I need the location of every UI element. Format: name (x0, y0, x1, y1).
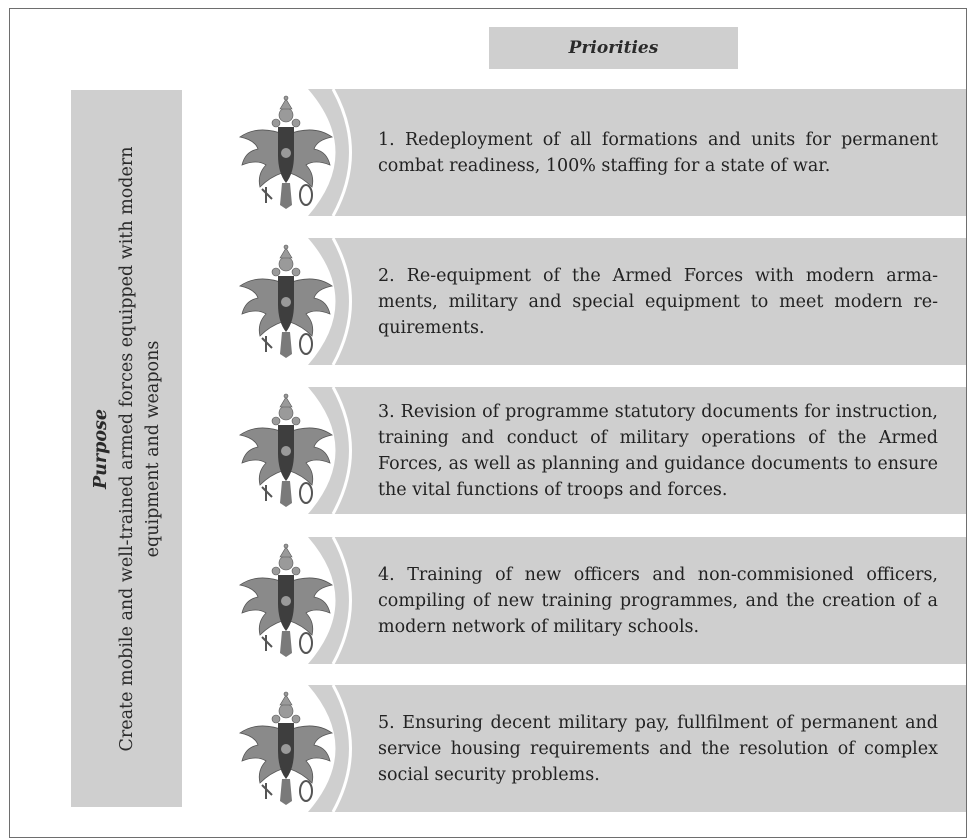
priority-text-1: 1. Redeployment of all formations and un… (378, 129, 938, 176)
priority-arrow-shape (308, 537, 966, 664)
eagle-emblem-icon (239, 393, 333, 507)
priority-item-1: 1. Redeployment of all formations and un… (228, 89, 966, 216)
eagle-emblem-icon (239, 95, 333, 209)
purpose-content: Purpose Create mobile and well-trained a… (88, 99, 166, 799)
eagle-emblem-icon (239, 691, 333, 805)
purpose-text: Create mobile and well-trained armed for… (116, 146, 163, 751)
priority-text-4: 4. Training of new officers and non-comm… (378, 564, 938, 637)
priority-text-2: 2. Re-equipment of the Armed Forces with… (378, 265, 938, 338)
eagle-emblem-icon (239, 543, 333, 657)
priorities-header: Priorities (489, 27, 738, 69)
priority-text-3: 3. Revision of programme statutory docum… (378, 401, 938, 500)
priority-text-5: 5. Ensuring decent military pay, fullfil… (378, 712, 938, 785)
priority-arrow-shape (308, 89, 966, 216)
priority-arrow-shape (308, 685, 966, 812)
priority-item-5: 5. Ensuring decent military pay, fullfil… (228, 685, 966, 812)
priority-item-2: 2. Re-equipment of the Armed Forces with… (228, 238, 966, 365)
priority-item-4: 4. Training of new officers and non-comm… (228, 537, 966, 664)
priorities-header-label: Priorities (568, 38, 659, 58)
eagle-emblem-icon (239, 244, 333, 358)
priority-arrow-shape (308, 387, 966, 514)
priority-arrow-shape (308, 238, 966, 365)
purpose-title: Purpose (90, 408, 111, 489)
priority-item-3: 3. Revision of programme statutory docum… (228, 387, 966, 514)
purpose-box: Purpose Create mobile and well-trained a… (71, 90, 182, 807)
